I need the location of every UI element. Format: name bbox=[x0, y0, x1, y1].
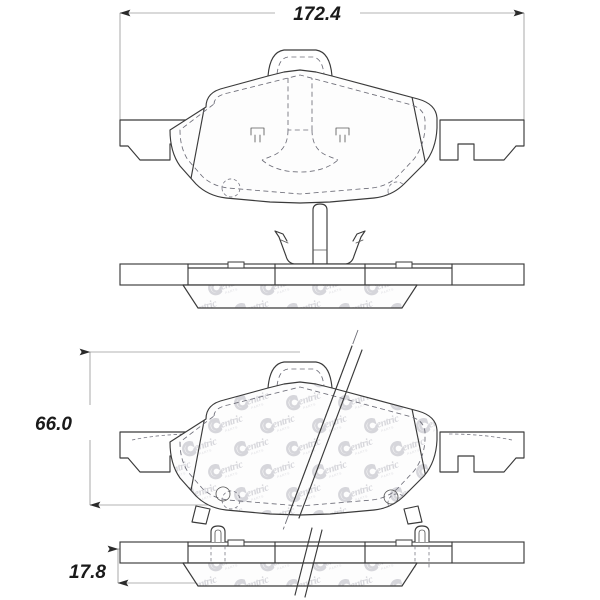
dimension-label-overall-height: 66.0 bbox=[35, 414, 72, 435]
view-outer-pad-edge bbox=[119, 203, 525, 309]
center-top-tab-hidden-edge bbox=[276, 56, 325, 75]
diagonal-wear-slot-edge-b bbox=[298, 349, 363, 519]
outer-pad-outline bbox=[169, 69, 438, 204]
outer-pad-friction-surface bbox=[170, 70, 437, 203]
dimension-label-overall-width: 172.4 bbox=[293, 4, 341, 25]
inner-right-retainer-tab bbox=[403, 505, 423, 525]
center-slot-bottom-arc bbox=[261, 159, 339, 173]
inner-left-ear-hidden bbox=[131, 433, 197, 441]
inner-plate-right-lug bbox=[395, 539, 413, 547]
left-retainer-clip-inner bbox=[214, 529, 222, 543]
outer-friction-block-outline bbox=[182, 284, 418, 309]
right-mounting-ear bbox=[439, 119, 525, 161]
diagonal-wear-slot-edge-a bbox=[288, 345, 353, 515]
left-rivet-boss bbox=[221, 178, 241, 198]
inner-left-rivet-boss bbox=[221, 490, 241, 510]
right-retention-lug bbox=[335, 127, 350, 143]
view-outer-pad-face bbox=[119, 49, 525, 204]
wear-sensor-arm-detail bbox=[280, 239, 364, 244]
inner-plate-left-lug bbox=[227, 539, 245, 547]
outer-friction-block-fill bbox=[183, 285, 417, 308]
wear-sensor-right-arm bbox=[326, 230, 366, 265]
inner-right-rivet bbox=[383, 489, 399, 505]
inner-center-top-tab-hidden bbox=[276, 368, 325, 387]
inner-right-ear-hidden bbox=[447, 433, 513, 441]
center-slot-left-fillet bbox=[261, 129, 289, 161]
center-slot-right-fillet bbox=[311, 129, 339, 161]
outer-plate-left-lug bbox=[227, 261, 245, 269]
center-slot-hidden bbox=[287, 78, 313, 131]
inner-backing-plate bbox=[119, 541, 525, 564]
center-top-tab bbox=[267, 49, 333, 77]
dimension-pad-thickness: 17.8 bbox=[69, 545, 200, 587]
wear-sensor-left-arm bbox=[274, 230, 314, 265]
inner-center-top-tab bbox=[267, 361, 333, 389]
inner-pad-friction-surface bbox=[170, 382, 437, 515]
inner-left-rivet bbox=[215, 486, 231, 502]
left-retainer-clip bbox=[210, 525, 226, 542]
wear-sensor-blade bbox=[312, 203, 328, 265]
inner-backing-plate-hidden-outline bbox=[179, 386, 426, 507]
inner-edge-slot-edge-b bbox=[304, 529, 323, 598]
dimension-label-pad-thickness: 17.8 bbox=[69, 562, 106, 583]
left-retention-lug bbox=[250, 127, 265, 143]
inner-pad-outline bbox=[169, 381, 438, 516]
inner-left-retainer-tab bbox=[191, 505, 211, 525]
inner-right-mounting-ear bbox=[439, 431, 525, 473]
view-inner-pad-edge bbox=[119, 525, 525, 598]
right-retainer-clip-inner bbox=[418, 529, 426, 543]
outer-plate-right-lug bbox=[395, 261, 413, 269]
dimension-overall-width: 172.4 bbox=[119, 4, 525, 120]
view-inner-pad-face bbox=[119, 329, 525, 531]
inner-edge-slot-edge-a bbox=[294, 527, 313, 596]
dimension-overall-height: 66.0 bbox=[35, 348, 300, 509]
outer-backing-plate bbox=[119, 263, 525, 286]
inner-friction-block-outline bbox=[182, 562, 418, 587]
backing-plate-hidden-outline bbox=[179, 74, 426, 195]
right-retainer-clip bbox=[414, 525, 430, 542]
